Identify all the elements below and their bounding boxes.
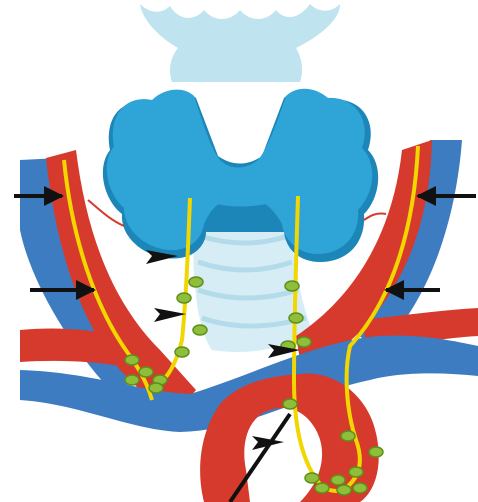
lymph-node	[285, 281, 299, 291]
lymph-node	[341, 431, 355, 441]
lymph-node	[177, 293, 191, 303]
lymph-node	[149, 383, 163, 393]
larynx	[140, 4, 340, 82]
lymph-node	[125, 355, 139, 365]
lymph-node	[189, 277, 203, 287]
lymph-node	[331, 475, 345, 485]
lymph-node	[297, 337, 311, 347]
arrowhead-left-mid	[154, 308, 186, 322]
right-superior-thyroid-artery	[364, 213, 386, 220]
lymph-node	[369, 447, 383, 457]
lymph-node	[337, 485, 351, 495]
lymph-node	[305, 473, 319, 483]
lymph-node	[139, 367, 153, 377]
lymph-node	[175, 347, 189, 357]
lymph-node	[349, 467, 363, 477]
lymph-node	[125, 375, 139, 385]
lymph-node	[353, 483, 367, 493]
lymph-node	[193, 325, 207, 335]
lymph-node	[315, 483, 329, 493]
lymph-node	[283, 399, 297, 409]
lymph-node	[289, 313, 303, 323]
